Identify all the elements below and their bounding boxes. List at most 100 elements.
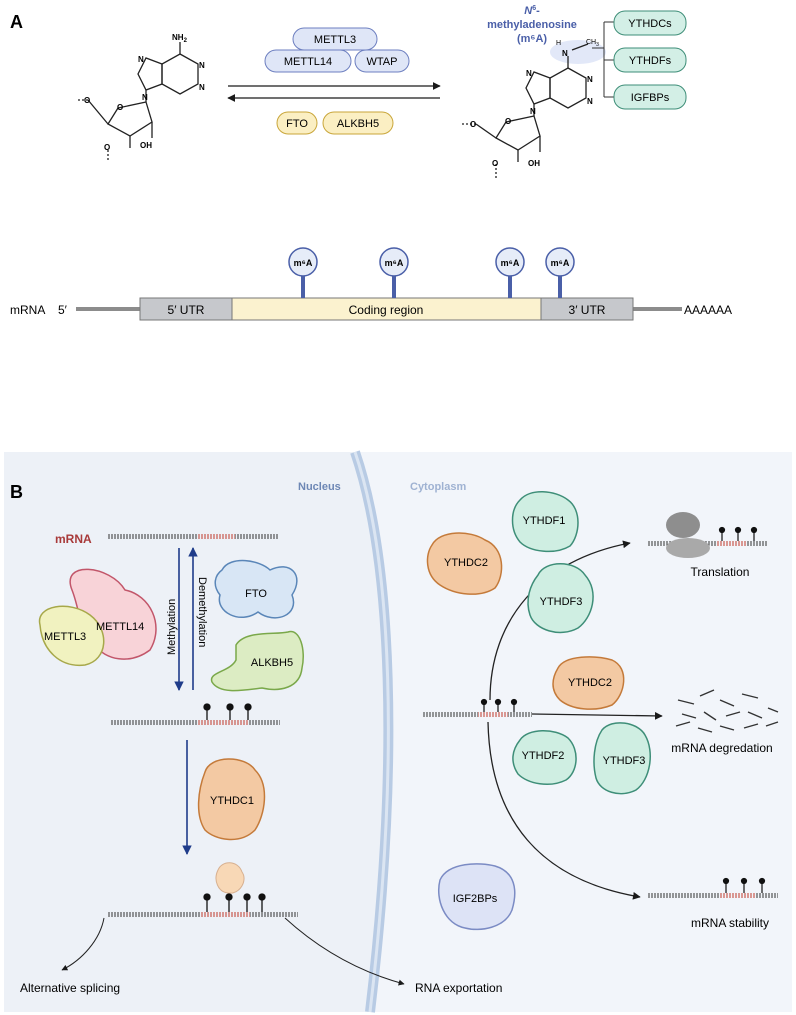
- reader-bracket: [592, 21, 614, 98]
- ythdf3-bottom-text: YTHDF3: [603, 755, 646, 767]
- m6a-pins-stability: [722, 877, 766, 893]
- translation-arrow: [489, 540, 631, 701]
- ythdc2-top-text: YTHDC2: [444, 557, 488, 569]
- translation-mrna-red: [716, 541, 746, 546]
- atom-o-ring: O: [117, 103, 123, 112]
- splicing-text: Alternative splicing: [20, 981, 120, 995]
- svg-text:m⁶A: m⁶A: [294, 258, 313, 268]
- mrna-strand-cyto-red: [478, 712, 508, 717]
- m6a-site-2: m⁶A: [379, 247, 409, 298]
- atom-nh2: NH2: [172, 33, 188, 44]
- ythdc2-mid-text: YTHDC2: [568, 677, 612, 689]
- mettl3-shape: [38, 605, 105, 666]
- mrna-strand-top: [108, 534, 278, 539]
- utr5-label: 5′ UTR: [168, 303, 205, 317]
- atom-o5: O: [84, 96, 90, 105]
- ythdc1-text: YTHDC1: [210, 795, 254, 807]
- atom-n9: N: [142, 93, 148, 102]
- five-prime-label: 5′: [58, 303, 68, 317]
- atom-n9b: N: [530, 107, 536, 116]
- mrna-strand-methylated-red: [198, 720, 248, 725]
- mrna-strand-bottom-red: [200, 912, 250, 917]
- m6a-pins-bottom: [203, 893, 266, 912]
- mettl14-text: METTL14: [96, 621, 144, 633]
- igf2bps-shape: [438, 863, 516, 931]
- nuclear-membrane-inner: [353, 451, 390, 1013]
- atom-o-ringb: O: [505, 117, 511, 126]
- demethylation-text: Demethylation: [196, 577, 208, 647]
- atom-n1b: N: [587, 75, 593, 84]
- adenosine-structure: [76, 42, 199, 162]
- atom-o3: O: [104, 143, 110, 152]
- atom-h: H: [556, 40, 561, 47]
- m6a-site-4: m⁶A: [545, 247, 575, 298]
- wtap-label: WTAP: [367, 56, 398, 68]
- ythdc1-bound-shape: [215, 862, 245, 894]
- atom-n7b: N: [526, 69, 532, 78]
- igf2bps-text: IGF2BPs: [453, 893, 498, 905]
- atom-o5b: O: [470, 120, 476, 129]
- m6a-site-1: m⁶A: [288, 247, 318, 298]
- m6a-name: methyladenosine: [487, 19, 577, 31]
- m6a-structure: [462, 43, 589, 178]
- alkbh5-label: ALKBH5: [337, 118, 379, 130]
- atom-o3b: O: [492, 159, 498, 168]
- atom-ohb: OH: [528, 159, 540, 168]
- utr3-label: 3′ UTR: [569, 303, 606, 317]
- fto-text: FTO: [245, 588, 267, 600]
- igfbps-label: IGFBPs: [631, 92, 670, 104]
- stability-mrna: [648, 893, 778, 898]
- coding-label: Coding region: [349, 303, 424, 317]
- m6a-pins-translation: [718, 526, 758, 541]
- alkbh5-shape: [210, 630, 304, 692]
- atom-n7: N: [138, 55, 144, 64]
- ythdf2-text: YTHDF2: [522, 750, 565, 762]
- mettl3-label: METTL3: [314, 34, 356, 46]
- methylation-text: Methylation: [166, 599, 178, 655]
- fto-shape: [214, 559, 298, 619]
- stability-mrna-red: [720, 893, 756, 898]
- mrna-label: mRNA: [10, 303, 45, 317]
- svg-text:m⁶A: m⁶A: [501, 258, 520, 268]
- export-text: RNA exportation: [415, 981, 502, 995]
- mettl3-text: METTL3: [44, 631, 86, 643]
- alkbh5-text: ALKBH5: [251, 657, 293, 669]
- splicing-arrow: [61, 917, 105, 971]
- atom-ch3: CH3: [586, 39, 599, 48]
- ythdc2-mid-shape: [552, 656, 625, 710]
- ythdfs-label: YTHDFs: [629, 55, 672, 67]
- cytoplasm-label: Cytoplasm: [410, 481, 466, 493]
- ythdcs-label: YTHDCs: [628, 18, 672, 30]
- ythdf2-shape: [512, 730, 577, 786]
- translation-mrna: [648, 541, 768, 546]
- ribosome-icon: [666, 512, 710, 558]
- methyl-highlight: [550, 40, 606, 64]
- panel-b-label: B: [10, 482, 23, 502]
- ythdf1-shape: [511, 491, 579, 553]
- export-arrow: [284, 917, 405, 986]
- m6a-pins-nucleus: [203, 703, 252, 720]
- ythdf3-top-text: YTHDF3: [540, 596, 583, 608]
- ythdf1-text: YTHDF1: [523, 515, 566, 527]
- m6a-title: N6-: [524, 5, 540, 17]
- mrna-strand-top-red: [197, 534, 235, 539]
- mettl14-label: METTL14: [284, 56, 332, 68]
- degradation-arrow: [531, 711, 663, 720]
- degradation-text: mRNA degredation: [671, 741, 772, 755]
- atom-n1: N: [199, 61, 205, 70]
- stability-arrow: [487, 721, 641, 900]
- mrna-strand-methylated: [110, 720, 280, 725]
- nuclear-mrna-label: mRNA: [55, 532, 92, 546]
- ythdf3-bottom-shape: [593, 722, 651, 795]
- translation-text: Translation: [691, 565, 750, 579]
- ythdc2-top-shape: [426, 532, 503, 595]
- m6a-site-3: m⁶A: [495, 247, 525, 298]
- fto-label: FTO: [286, 118, 308, 130]
- m6a-pins-cyto: [480, 698, 518, 712]
- stability-text: mRNA stability: [691, 916, 769, 930]
- svg-text:m⁶A: m⁶A: [385, 258, 404, 268]
- atom-n3b: N: [587, 97, 593, 106]
- atom-oh: OH: [140, 141, 152, 150]
- panel-a-label: A: [10, 12, 23, 32]
